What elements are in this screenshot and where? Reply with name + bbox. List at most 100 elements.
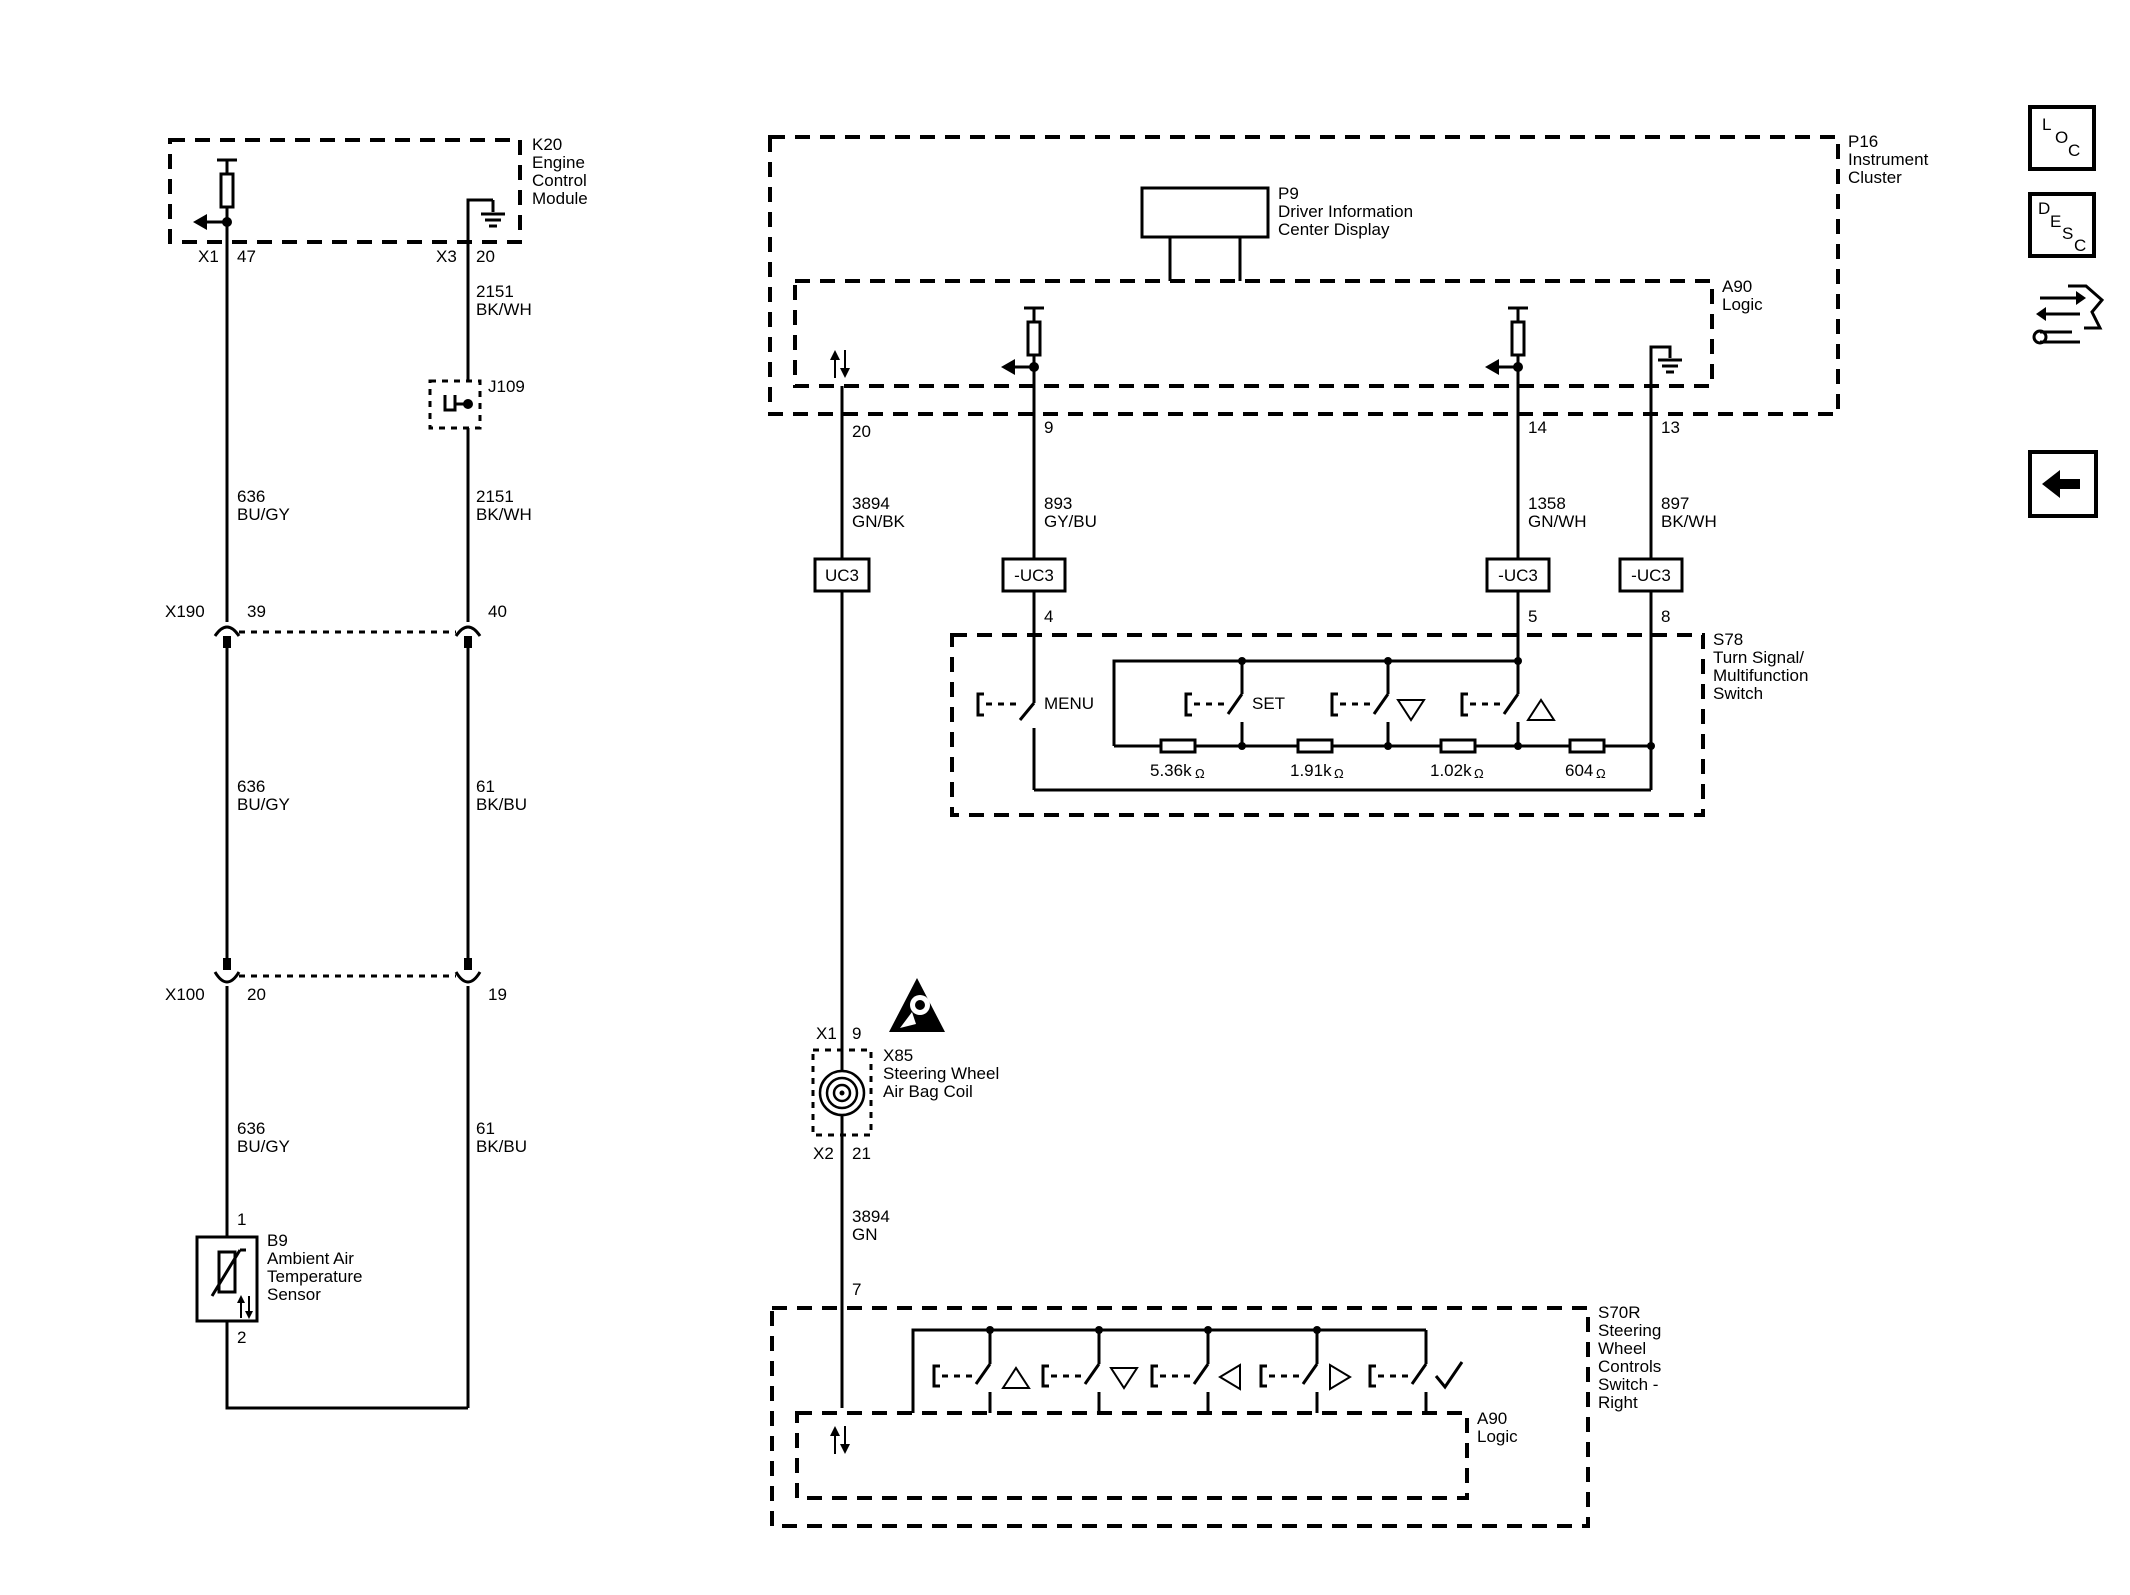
svg-text:BK/WH: BK/WH xyxy=(476,505,532,524)
up-triangle-icon xyxy=(1001,1366,1031,1389)
svg-text:Ω: Ω xyxy=(1195,766,1205,781)
svg-text:A90: A90 xyxy=(1722,277,1752,296)
svg-text:9: 9 xyxy=(1044,418,1053,437)
svg-text:Engine: Engine xyxy=(532,153,585,172)
svg-text:Steering: Steering xyxy=(1598,1321,1661,1340)
svg-text:1358: 1358 xyxy=(1528,494,1566,513)
svg-text:Ω: Ω xyxy=(1596,766,1606,781)
option-tag-not-uc3-pin14: -UC3 xyxy=(1485,557,1551,593)
svg-text:K20: K20 xyxy=(532,135,562,154)
svg-text:1.91k: 1.91k xyxy=(1290,761,1332,780)
s70r-steering-wheel-controls-switch-right: S70R Steering Wheel Controls Switch - Ri… xyxy=(770,1303,1661,1528)
svg-text:X1: X1 xyxy=(816,1024,837,1043)
option-tag-not-uc3-pin13: -UC3 xyxy=(1618,557,1684,593)
svg-text:Temperature: Temperature xyxy=(267,1267,362,1286)
svg-text:P9: P9 xyxy=(1278,184,1299,203)
svg-text:Switch -: Switch - xyxy=(1598,1375,1658,1394)
svg-text:47: 47 xyxy=(237,247,256,266)
desc-button[interactable]: D E S C xyxy=(2028,192,2096,258)
input-arrow-icon xyxy=(193,214,207,230)
svg-text:2151: 2151 xyxy=(476,282,514,301)
x100-inline-connector: X100 20 19 xyxy=(165,958,507,1004)
svg-text:2: 2 xyxy=(237,1328,246,1347)
airbag-warning-icon xyxy=(889,978,945,1032)
svg-text:Ambient Air: Ambient Air xyxy=(267,1249,354,1268)
svg-text:GN: GN xyxy=(852,1225,878,1244)
svg-text:-UC3: -UC3 xyxy=(1631,566,1671,585)
connector-swap-icon[interactable] xyxy=(2030,275,2105,355)
svg-text:C: C xyxy=(2068,141,2080,160)
svg-text:1.02k: 1.02k xyxy=(1430,761,1472,780)
svg-text:5.36k: 5.36k xyxy=(1150,761,1192,780)
bidirectional-arrow-icon xyxy=(237,1295,253,1319)
svg-text:3894: 3894 xyxy=(852,1207,890,1226)
svg-text:9: 9 xyxy=(852,1024,861,1043)
svg-text:8: 8 xyxy=(1661,607,1670,626)
svg-text:Logic: Logic xyxy=(1477,1427,1518,1446)
svg-text:X2: X2 xyxy=(813,1144,834,1163)
svg-text:5: 5 xyxy=(1528,607,1537,626)
check-icon xyxy=(1434,1361,1464,1390)
svg-text:Center Display: Center Display xyxy=(1278,220,1390,239)
up-triangle-icon xyxy=(1526,698,1556,721)
svg-text:B9: B9 xyxy=(267,1231,288,1250)
svg-text:61: 61 xyxy=(476,777,495,796)
svg-text:-UC3: -UC3 xyxy=(1014,566,1054,585)
svg-text:636: 636 xyxy=(237,1119,265,1138)
back-button[interactable] xyxy=(2028,450,2098,518)
input-arrow-icon xyxy=(1485,359,1499,375)
svg-text:19: 19 xyxy=(488,985,507,1004)
svg-text:X3: X3 xyxy=(436,247,457,266)
svg-text:Multifunction: Multifunction xyxy=(1713,666,1808,685)
option-tag-uc3: UC3 xyxy=(813,557,871,593)
svg-text:636: 636 xyxy=(237,777,265,796)
svg-text:Cluster: Cluster xyxy=(1848,168,1902,187)
x190-inline-connector: X190 39 40 xyxy=(165,602,507,648)
svg-text:GN/BK: GN/BK xyxy=(852,512,906,531)
b9-ambient-air-temperature-sensor: 1 B9 Ambient Air Temperature Sensor 2 xyxy=(195,1210,362,1347)
svg-text:UC3: UC3 xyxy=(825,566,859,585)
svg-text:A90: A90 xyxy=(1477,1409,1507,1428)
svg-text:SET: SET xyxy=(1252,694,1285,713)
svg-text:S: S xyxy=(2062,224,2073,243)
svg-text:1: 1 xyxy=(237,1210,246,1229)
svg-text:39: 39 xyxy=(247,602,266,621)
svg-text:Switch: Switch xyxy=(1713,684,1763,703)
svg-text:13: 13 xyxy=(1661,418,1680,437)
a90-logic-upper: A90 Logic xyxy=(793,277,1763,390)
svg-text:3894: 3894 xyxy=(852,494,890,513)
svg-text:BU/GY: BU/GY xyxy=(237,505,290,524)
svg-text:604: 604 xyxy=(1565,761,1593,780)
svg-text:C: C xyxy=(2074,236,2086,255)
svg-text:897: 897 xyxy=(1661,494,1689,513)
svg-text:GN/WH: GN/WH xyxy=(1528,512,1587,531)
x85-steering-wheel-air-bag-coil: X1 9 X85 Steering Wheel Air Bag Coil X2 … xyxy=(811,978,999,1163)
p9-driver-information-center-display: P9 Driver Information Center Display xyxy=(1140,184,1413,281)
loc-button[interactable]: L O C xyxy=(2028,105,2096,171)
svg-text:-UC3: -UC3 xyxy=(1498,566,1538,585)
svg-text:21: 21 xyxy=(852,1144,871,1163)
a90-logic-lower: A90 Logic xyxy=(795,1409,1518,1500)
svg-text:636: 636 xyxy=(237,487,265,506)
back-arrow-icon xyxy=(2042,470,2080,498)
left-triangle-icon xyxy=(1218,1363,1241,1391)
svg-text:E: E xyxy=(2050,212,2061,231)
clockspring-coil-icon xyxy=(818,1069,866,1117)
svg-text:61: 61 xyxy=(476,1119,495,1138)
svg-text:BK/BU: BK/BU xyxy=(476,1137,527,1156)
svg-text:20: 20 xyxy=(247,985,266,1004)
svg-text:Sensor: Sensor xyxy=(267,1285,321,1304)
svg-text:7: 7 xyxy=(852,1280,861,1299)
svg-text:20: 20 xyxy=(476,247,495,266)
svg-text:O: O xyxy=(2055,128,2068,147)
svg-text:S78: S78 xyxy=(1713,630,1743,649)
svg-text:Control: Control xyxy=(532,171,587,190)
svg-text:X85: X85 xyxy=(883,1046,913,1065)
bidirectional-arrow-icon xyxy=(830,350,850,378)
svg-text:D: D xyxy=(2038,199,2050,218)
svg-text:Ω: Ω xyxy=(1334,766,1344,781)
svg-text:893: 893 xyxy=(1044,494,1072,513)
svg-text:X190: X190 xyxy=(165,602,205,621)
down-triangle-icon xyxy=(1396,699,1426,722)
svg-text:Turn Signal/: Turn Signal/ xyxy=(1713,648,1804,667)
